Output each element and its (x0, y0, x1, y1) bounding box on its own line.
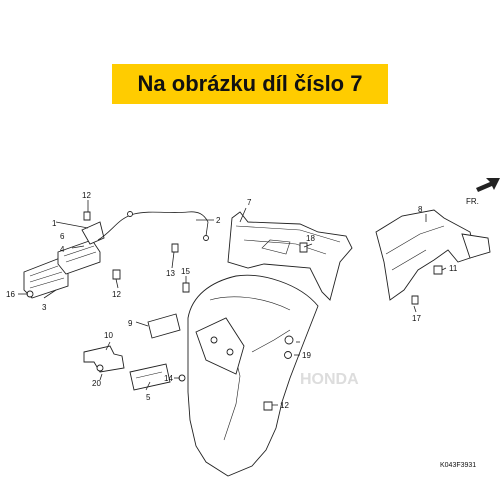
watermark: HONDA (300, 371, 359, 388)
front-direction-arrow (476, 178, 500, 192)
callout-9: 9 (128, 319, 133, 328)
leader-lines (18, 200, 447, 406)
license-light-assembly (23, 211, 209, 299)
callout-7: 7 (247, 198, 252, 207)
callout-8: 8 (418, 205, 423, 214)
callout-6: 6 (60, 232, 65, 241)
callout-15: 15 (181, 267, 190, 276)
callout-11: 11 (449, 264, 458, 273)
callout-17: 17 (412, 314, 421, 323)
callout-20: 20 (92, 379, 101, 388)
rear-fender-part-7 (83, 211, 353, 477)
callout-14: 14 (164, 374, 173, 383)
callout-4: 4 (60, 245, 65, 254)
inner-fender-part-8: FR. (375, 178, 500, 305)
front-direction-label: FR. (466, 197, 479, 206)
callout-12-mid: 12 (112, 290, 121, 299)
callout-5: 5 (146, 393, 151, 402)
callout-10: 10 (104, 331, 113, 340)
diagram-code: K043F3931 (440, 462, 476, 469)
title-banner: Na obrázku díl číslo 7 (112, 64, 388, 104)
callout-18: 18 (306, 234, 315, 243)
callout-2: 2 (216, 216, 221, 225)
callout-3: 3 (42, 303, 47, 312)
callout-12-bottom: 12 (280, 401, 289, 410)
callout-1: 1 (52, 219, 57, 228)
callout-16: 16 (6, 290, 15, 299)
callout-19: 19 (302, 351, 311, 360)
callout-13: 13 (166, 269, 175, 278)
callout-12-top: 12 (82, 191, 91, 200)
banner-text: Na obrázku díl číslo 7 (137, 71, 363, 96)
callouts: 1 2 3 4 5 6 7 8 9 10 11 12 12 12 13 14 1… (6, 191, 458, 410)
